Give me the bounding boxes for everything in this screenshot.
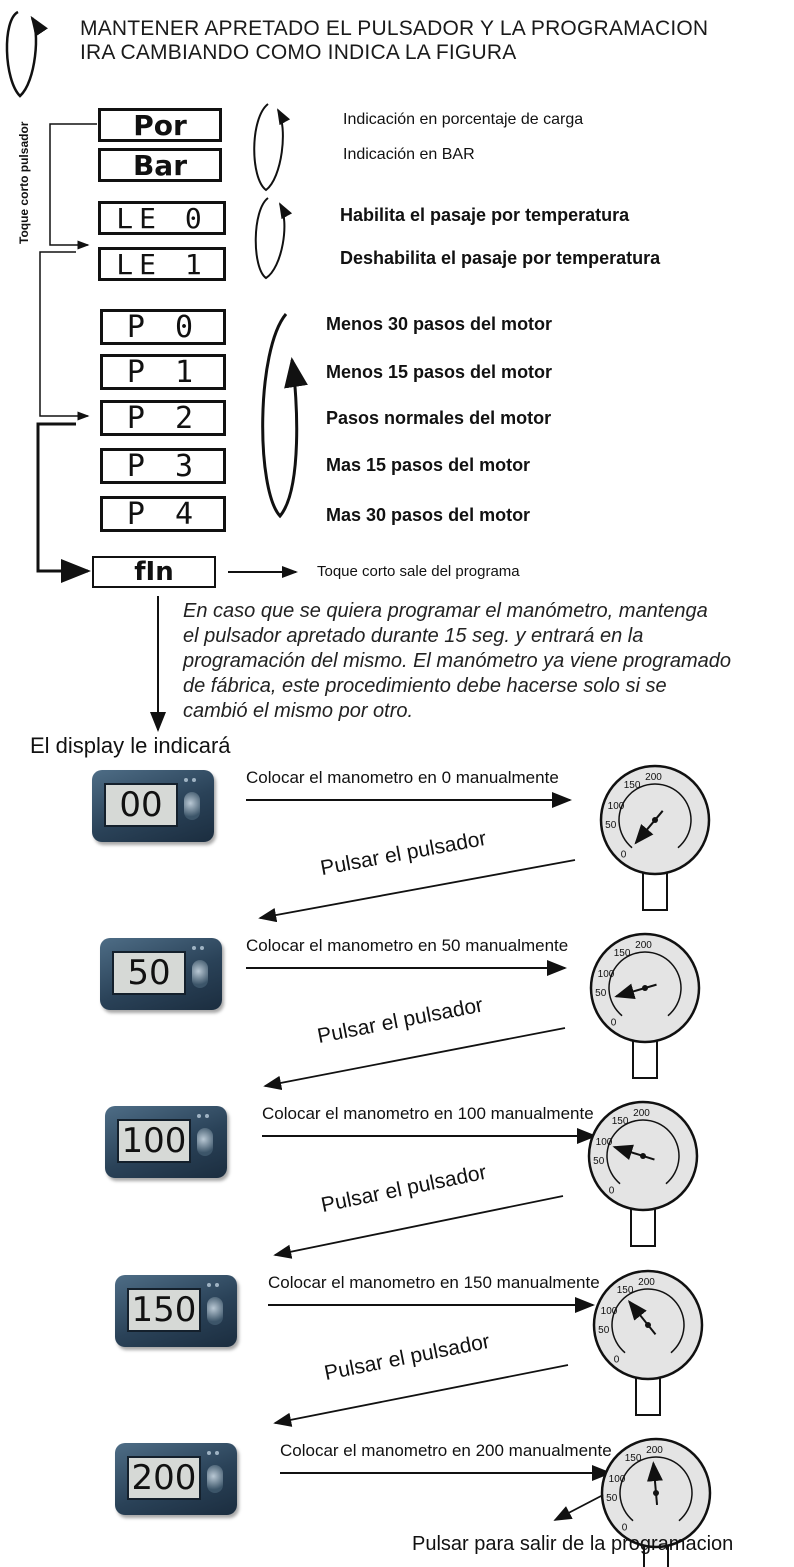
display-readout: 50 bbox=[112, 951, 186, 995]
exit-arrow bbox=[553, 1494, 604, 1521]
manometer-gauge: 0 50 100 150 200 bbox=[600, 1437, 712, 1567]
connector-line bbox=[39, 251, 90, 421]
gauge-tick-label: 100 bbox=[596, 1137, 613, 1148]
step-instruction: Colocar el manometro en 0 manualmente bbox=[246, 768, 559, 787]
note-line: programación del mismo. El manómetro ya … bbox=[183, 650, 732, 672]
display-readout: 150 bbox=[127, 1288, 201, 1332]
gauge-tick-label: 0 bbox=[622, 1523, 628, 1534]
code-por: Por bbox=[98, 108, 222, 142]
code-le0: LE 0 bbox=[98, 201, 226, 235]
desc-bar: Indicación en BAR bbox=[343, 146, 475, 163]
desc-le1: Deshabilita el pasaje por temperatura bbox=[340, 248, 661, 268]
code-bar: Bar bbox=[98, 148, 222, 182]
manometer-gauge: 0 50 100 150 200 bbox=[599, 764, 711, 911]
code-p0: P 0 bbox=[100, 309, 226, 345]
code-p4: P 4 bbox=[100, 496, 226, 532]
return-arrow bbox=[258, 859, 576, 923]
note-line: de fábrica, este procedimiento debe hace… bbox=[183, 675, 667, 697]
note-paragraph: En caso que se quiera programar el manóm… bbox=[183, 599, 787, 724]
gauge-tick-label: 50 bbox=[598, 1325, 610, 1336]
note-line: En caso que se quiera programar el manóm… bbox=[183, 600, 708, 622]
exit-label: Pulsar para salir de la programacion bbox=[412, 1533, 734, 1555]
display-device: 100 bbox=[105, 1106, 227, 1178]
header-line-1: MANTENER APRETADO EL PULSADOR Y LA PROGR… bbox=[80, 17, 709, 40]
connector-line bbox=[49, 123, 97, 250]
cycle-arrow-icon bbox=[254, 197, 293, 280]
manometer-gauge: 0 50 100 150 200 bbox=[589, 932, 701, 1079]
display-device: 200 bbox=[115, 1443, 237, 1515]
desc-p0: Menos 30 pasos del motor bbox=[326, 314, 553, 334]
code-le1: LE 1 bbox=[98, 247, 226, 281]
step-instruction: Colocar el manometro en 200 manualmente bbox=[280, 1441, 612, 1460]
knob-icon bbox=[207, 1465, 223, 1493]
gauge-needle bbox=[612, 1144, 655, 1161]
knob-icon bbox=[207, 1297, 223, 1325]
gauge-tick-label: 100 bbox=[609, 1474, 626, 1485]
step-instruction: Colocar el manometro en 150 manualmente bbox=[268, 1273, 600, 1292]
cycle-arrow-icon bbox=[253, 103, 291, 192]
note-line: cambió el mismo por otro. bbox=[183, 700, 414, 722]
return-arrow bbox=[273, 1195, 564, 1259]
gauge-tick-label: 100 bbox=[608, 801, 625, 812]
display-readout: 200 bbox=[127, 1456, 201, 1500]
note-line: el pulsador apretado durante 15 seg. y e… bbox=[183, 625, 644, 647]
gauge-tick-label: 0 bbox=[614, 1355, 620, 1366]
code-fin: fIn bbox=[92, 556, 216, 588]
code-p1: P 1 bbox=[100, 354, 226, 390]
gauge-tick-label: 0 bbox=[621, 850, 627, 861]
gauge-tick-label: 150 bbox=[614, 948, 631, 959]
gauge-needle bbox=[627, 1300, 657, 1335]
manometer-gauge: 0 50 100 150 200 bbox=[587, 1100, 699, 1247]
gauge-tick-label: 100 bbox=[601, 1306, 618, 1317]
gauge-tick-label: 50 bbox=[595, 988, 607, 999]
desc-p3: Mas 15 pasos del motor bbox=[326, 455, 531, 475]
step-instruction: Colocar el manometro en 50 manualmente bbox=[246, 936, 569, 955]
cycle-arrow-icon bbox=[261, 313, 308, 519]
knob-icon bbox=[197, 1128, 213, 1156]
gauge-tick-label: 50 bbox=[606, 1493, 618, 1504]
gauge-tick-label: 200 bbox=[635, 940, 652, 951]
gauge-tick-label: 150 bbox=[612, 1116, 629, 1127]
desc-p4: Mas 30 pasos del motor bbox=[326, 505, 531, 525]
knob-icon bbox=[192, 960, 208, 988]
display-readout: 00 bbox=[104, 783, 178, 827]
gauge-tick-label: 200 bbox=[645, 772, 662, 783]
connector-line bbox=[36, 422, 91, 583]
desc-p2: Pasos normales del motor bbox=[326, 408, 552, 428]
code-p2: P 2 bbox=[100, 400, 226, 436]
display-readout: 100 bbox=[117, 1119, 191, 1163]
step-instruction: Colocar el manometro en 100 manualmente bbox=[262, 1104, 594, 1123]
gauge-tick-label: 0 bbox=[611, 1018, 617, 1029]
desc-por: Indicación en porcentaje de carga bbox=[343, 111, 584, 128]
display-device: 00 bbox=[92, 770, 214, 842]
gauge-tick-label: 150 bbox=[617, 1285, 634, 1296]
code-p3: P 3 bbox=[100, 448, 226, 484]
gauge-needle bbox=[614, 983, 657, 1000]
desc-le0: Habilita el pasaje por temperatura bbox=[340, 205, 630, 225]
gauge-tick-label: 100 bbox=[598, 969, 615, 980]
cycle-arrow-icon bbox=[5, 10, 48, 98]
gauge-tick-label: 0 bbox=[609, 1186, 615, 1197]
gauge-tick-label: 150 bbox=[624, 780, 641, 791]
gauge-needle bbox=[634, 810, 664, 845]
return-arrow bbox=[263, 1027, 566, 1090]
gauge-tick-label: 50 bbox=[593, 1156, 605, 1167]
manometer-gauge: 0 50 100 150 200 bbox=[592, 1269, 704, 1416]
display-device: 150 bbox=[115, 1275, 237, 1347]
gauge-tick-label: 50 bbox=[605, 820, 617, 831]
desc-p1: Menos 15 pasos del motor bbox=[326, 362, 553, 382]
desc-fin: Toque corto sale del programa bbox=[317, 563, 520, 580]
return-arrow bbox=[273, 1364, 569, 1427]
gauge-tick-label: 200 bbox=[638, 1277, 655, 1288]
gauge-tick-label: 200 bbox=[633, 1108, 650, 1119]
display-label: El display le indicará bbox=[30, 733, 231, 758]
knob-icon bbox=[184, 792, 200, 820]
header-line-2: IRA CAMBIANDO COMO INDICA LA FIGURA bbox=[80, 41, 517, 64]
gauge-tick-label: 150 bbox=[625, 1453, 642, 1464]
display-device: 50 bbox=[100, 938, 222, 1010]
gauge-needle bbox=[646, 1461, 663, 1506]
gauge-tick-label: 200 bbox=[646, 1445, 663, 1456]
